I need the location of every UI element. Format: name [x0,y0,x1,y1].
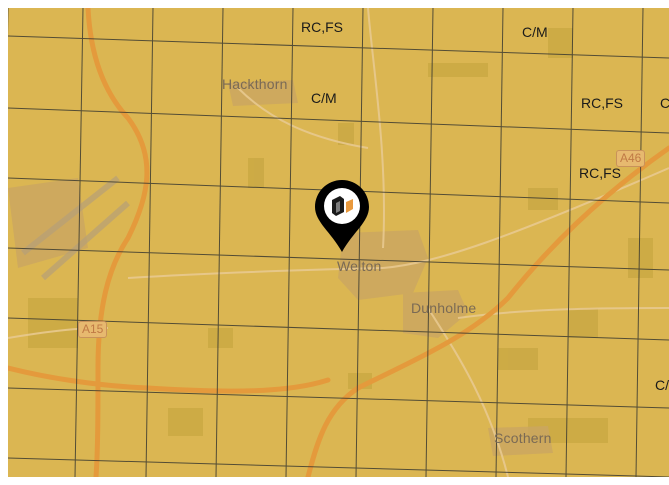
road-west [8,365,331,394]
map-canvas [8,8,669,477]
map-grid [8,8,669,477]
grid-label: RC,FS [581,95,623,111]
settlement-areas [8,80,553,456]
grid-label: C/M [311,90,337,106]
grid-label: C/M [522,24,548,40]
road-label-a46: A46 [616,150,646,167]
grid-label: C/ [655,377,669,393]
road-a15 [85,8,150,477]
airfield [21,175,130,281]
map-view[interactable]: Hackthorn Welton Dunholme Scothern A15 A… [8,8,669,477]
location-pin-icon[interactable] [313,178,371,254]
place-welton: Welton [337,258,382,274]
grid-label: C [660,95,669,111]
road-a46 [305,145,669,477]
grid-label: RC,FS [579,165,621,181]
place-dunholme: Dunholme [411,300,477,316]
road-label-a15: A15 [78,321,108,338]
place-hackthorn: Hackthorn [222,76,288,92]
marker-logo-icon [332,196,353,216]
grid-label: RC,FS [301,19,343,35]
field-patches [28,28,653,443]
major-roads [8,8,669,477]
place-scothern: Scothern [494,430,552,446]
